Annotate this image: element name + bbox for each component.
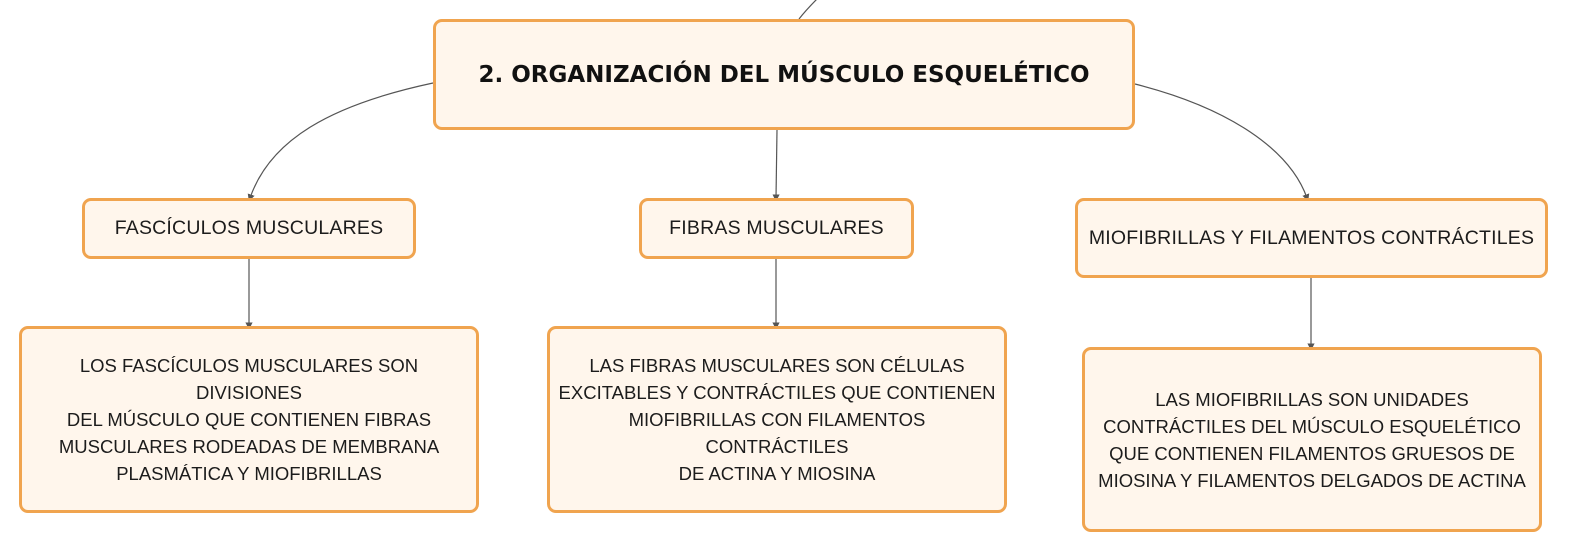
- connector-incoming-to-root: [798, 0, 817, 20]
- connector-root-to-fasciculos: [247, 82, 434, 202]
- detail-line: MIOFIBRILLAS CON FILAMENTOS CONTRÁCTILES: [628, 409, 926, 457]
- detail-text: LOS FASCÍCULOS MUSCULARES SON DIVISIONES…: [28, 352, 470, 487]
- detail-line: LAS MIOFIBRILLAS SON UNIDADES: [1155, 388, 1469, 410]
- root-topic-label: 2. ORGANIZACIÓN DEL MÚSCULO ESQUELÉTICO: [478, 61, 1090, 88]
- detail-line: CONTRÁCTILES DEL MÚSCULO ESQUELÉTICO: [1103, 415, 1521, 437]
- detail-line: QUE CONTIENEN FILAMENTOS GRUESOS DE: [1109, 442, 1515, 464]
- root-topic-node[interactable]: 2. ORGANIZACIÓN DEL MÚSCULO ESQUELÉTICO: [433, 19, 1135, 130]
- detail-text: LAS MIOFIBRILLAS SON UNIDADES CONTRÁCTIL…: [1098, 386, 1526, 494]
- connector-root-to-fibras: [772, 129, 780, 202]
- topic-node-fasciculos-musculares[interactable]: FASCÍCULOS MUSCULARES: [82, 198, 416, 259]
- detail-line: DEL MÚSCULO QUE CONTIENEN FIBRAS: [66, 409, 432, 430]
- detail-line: DE ACTINA Y MIOSINA: [678, 463, 876, 484]
- detail-node-miofibrillas-filamentos[interactable]: LAS MIOFIBRILLAS SON UNIDADES CONTRÁCTIL…: [1082, 347, 1542, 532]
- detail-line: LAS FIBRAS MUSCULARES SON CÉLULAS: [589, 355, 965, 376]
- topic-node-miofibrillas-filamentos[interactable]: MIOFIBRILLAS Y FILAMENTOS CONTRÁCTILES: [1075, 198, 1548, 278]
- detail-line: EXCITABLES Y CONTRÁCTILES QUE CONTIENEN: [558, 382, 996, 403]
- detail-line: MUSCULARES RODEADAS DE MEMBRANA: [58, 436, 440, 457]
- detail-line: MIOSINA Y FILAMENTOS DELGADOS DE ACTINA: [1098, 469, 1526, 491]
- detail-text: LAS FIBRAS MUSCULARES SON CÉLULAS EXCITA…: [556, 352, 998, 487]
- detail-line: PLASMÁTICA Y MIOFIBRILLAS: [116, 463, 382, 484]
- topic-label: FIBRAS MUSCULARES: [669, 217, 884, 239]
- topic-node-fibras-musculares[interactable]: FIBRAS MUSCULARES: [639, 198, 914, 259]
- topic-label: MIOFIBRILLAS Y FILAMENTOS CONTRÁCTILES: [1088, 226, 1535, 249]
- detail-node-fasciculos-musculares[interactable]: LOS FASCÍCULOS MUSCULARES SON DIVISIONES…: [19, 326, 479, 513]
- connector-root-to-miofibrillas: [1134, 83, 1310, 202]
- detail-line: LOS FASCÍCULOS MUSCULARES SON DIVISIONES: [79, 355, 419, 403]
- topic-label: FASCÍCULOS MUSCULARES: [114, 217, 384, 239]
- detail-node-fibras-musculares[interactable]: LAS FIBRAS MUSCULARES SON CÉLULAS EXCITA…: [547, 326, 1007, 513]
